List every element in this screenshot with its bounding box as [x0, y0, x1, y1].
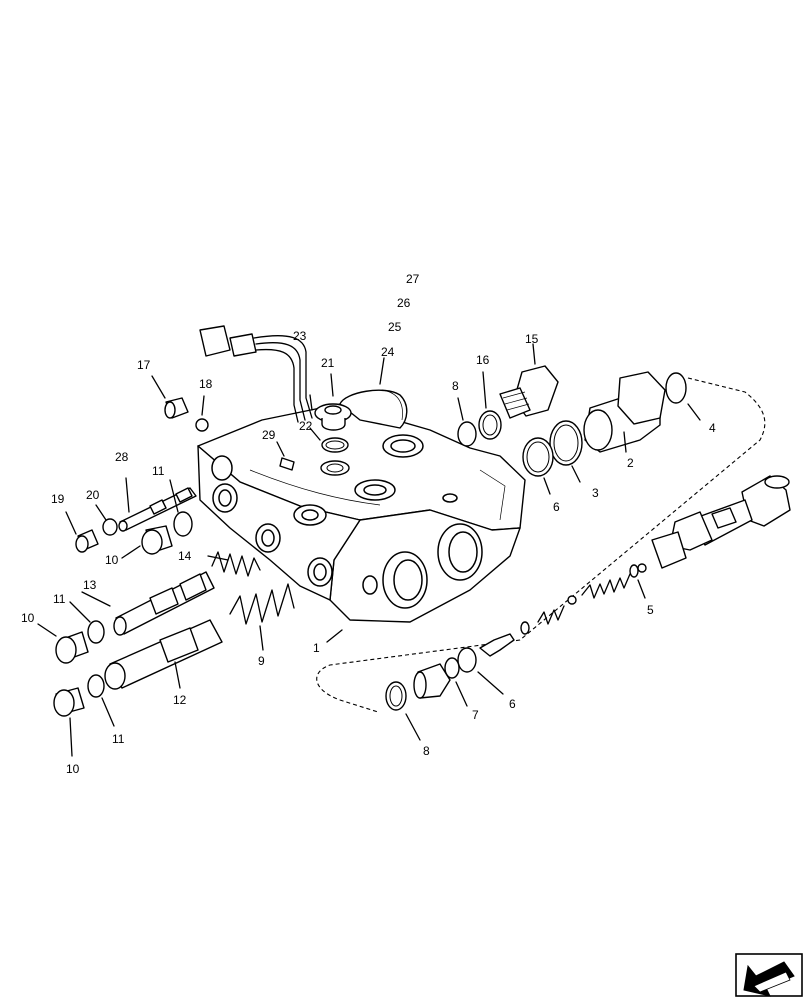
callout-26: 26: [397, 296, 411, 310]
callout-6-bottom: 6: [509, 697, 516, 711]
callout-8-top: 8: [452, 379, 459, 393]
callout-5: 5: [647, 603, 654, 617]
o-ring-20: [102, 518, 118, 536]
plug-10-left: [55, 631, 89, 664]
spring-right: [581, 573, 631, 599]
callout-20: 20: [86, 488, 100, 502]
callout-19: 19: [51, 492, 65, 506]
callout-28: 28: [115, 450, 129, 464]
callout-10-bottom: 10: [66, 762, 80, 776]
plug-2: [583, 371, 666, 453]
fitting-15: [499, 365, 559, 419]
callout-11-mid: 11: [53, 592, 66, 606]
callout-12: 12: [173, 693, 187, 707]
o-ring-11-top: [173, 511, 193, 537]
o-ring-8-top: [457, 421, 477, 447]
assembly-line-right: [316, 377, 766, 713]
o-ring-6-top: [522, 437, 554, 477]
callout-24: 24: [381, 345, 395, 359]
callout-11-bottom: 11: [112, 732, 125, 746]
callout-11-top: 11: [152, 464, 165, 478]
callout-6-top: 6: [553, 500, 560, 514]
valve-body: [197, 389, 526, 623]
callout-29: 29: [262, 428, 276, 442]
callout-8-bottom: 8: [423, 744, 430, 758]
plug-10-mid: [141, 525, 173, 555]
seat-7: [413, 663, 451, 699]
callout-25: 25: [388, 320, 402, 334]
callout-23: 23: [293, 329, 307, 343]
o-ring-22: [321, 437, 349, 453]
spring-9: [229, 583, 295, 625]
callout-10-left: 10: [21, 611, 35, 625]
arrow-down-left-icon[interactable]: [735, 953, 803, 997]
plug-19: [75, 529, 99, 553]
callout-1: 1: [313, 641, 320, 655]
callout-3: 3: [592, 486, 599, 500]
o-ring-4: [665, 372, 687, 404]
o-ring-7: [444, 657, 460, 679]
callout-2: 2: [627, 456, 634, 470]
poppet: [479, 633, 515, 657]
callout-4: 4: [709, 421, 716, 435]
callout-15: 15: [525, 332, 539, 346]
callout-labels: 27 26 25 24 23 21 22 29 17 18 15 16 8 4 …: [21, 272, 716, 776]
plug-10-bottom: [53, 687, 85, 717]
callout-18: 18: [199, 377, 213, 391]
callout-14: 14: [178, 549, 192, 563]
callout-10-mid: 10: [105, 553, 119, 567]
callout-21: 21: [321, 356, 335, 370]
spool-13: [113, 571, 215, 636]
callout-9: 9: [258, 654, 265, 668]
callout-22: 22: [299, 419, 313, 433]
callout-27: 27: [406, 272, 420, 286]
callout-17: 17: [137, 358, 151, 372]
o-ring-11-mid: [87, 620, 105, 644]
plug-17: [164, 397, 189, 419]
callout-16: 16: [476, 353, 490, 367]
pin-29: [279, 457, 295, 471]
callout-7: 7: [472, 708, 479, 722]
spool-12: [104, 619, 223, 690]
spring-14: [211, 551, 261, 577]
o-ring-11-bottom: [87, 674, 105, 698]
cap-21: [314, 403, 352, 431]
solenoid-cartridge-5: [629, 475, 791, 578]
o-ring-6-bottom: [457, 647, 477, 673]
spool-28: [118, 487, 197, 532]
o-ring-3: [549, 420, 583, 466]
callout-13: 13: [83, 578, 97, 592]
o-ring-18: [195, 418, 209, 432]
o-ring-8-bottom: [385, 681, 407, 711]
leader-lines: [37, 343, 701, 757]
wire-harness: [199, 325, 313, 423]
